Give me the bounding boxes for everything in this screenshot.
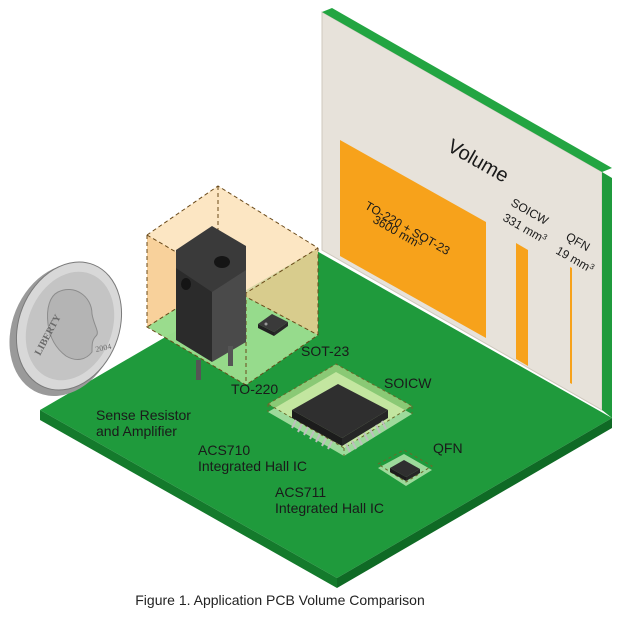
to220-package [176,226,246,380]
label-to220: TO-220 [231,381,278,397]
figure-caption: Figure 1. Application PCB Volume Compari… [135,592,425,608]
label-sense-resistor-line2: and Amplifier [96,423,177,439]
sot23-chip [258,314,288,336]
coin-profile [47,289,98,360]
to220-body-side [212,270,246,362]
coin-year: 2004 [95,342,113,354]
soicw-pins [291,419,387,453]
qfn-body [390,460,420,477]
label-soicw: SOICW [384,375,432,391]
label-acs710-line1: ACS710 [198,442,250,458]
to220-body-front [176,268,212,362]
wall-top-edge [322,8,612,172]
board-right-edge [337,418,612,588]
soicw-body-top [292,384,388,438]
soicw-package [267,363,413,456]
label-sot23: SOT-23 [301,343,349,359]
dime-coin: LIBERTY 2004 [9,261,123,396]
label-acs710-line2: Integrated Hall IC [198,458,307,474]
bar-soicw [516,243,528,366]
qfn-package [377,449,433,486]
board-front-edge [40,410,337,588]
bar-to220-sot23 [340,140,486,338]
label-sense-resistor-line1: Sense Resistor [96,407,191,423]
bar-to220-value-sup: 3 [417,237,426,247]
wall-green-edge [602,172,612,418]
label-acs711-line2: Integrated Hall IC [275,500,384,516]
label-qfn: QFN [433,440,463,456]
to220-mount-hole [214,256,230,268]
bar-qfn [570,267,572,384]
label-acs711-line1: ACS711 [275,484,326,500]
